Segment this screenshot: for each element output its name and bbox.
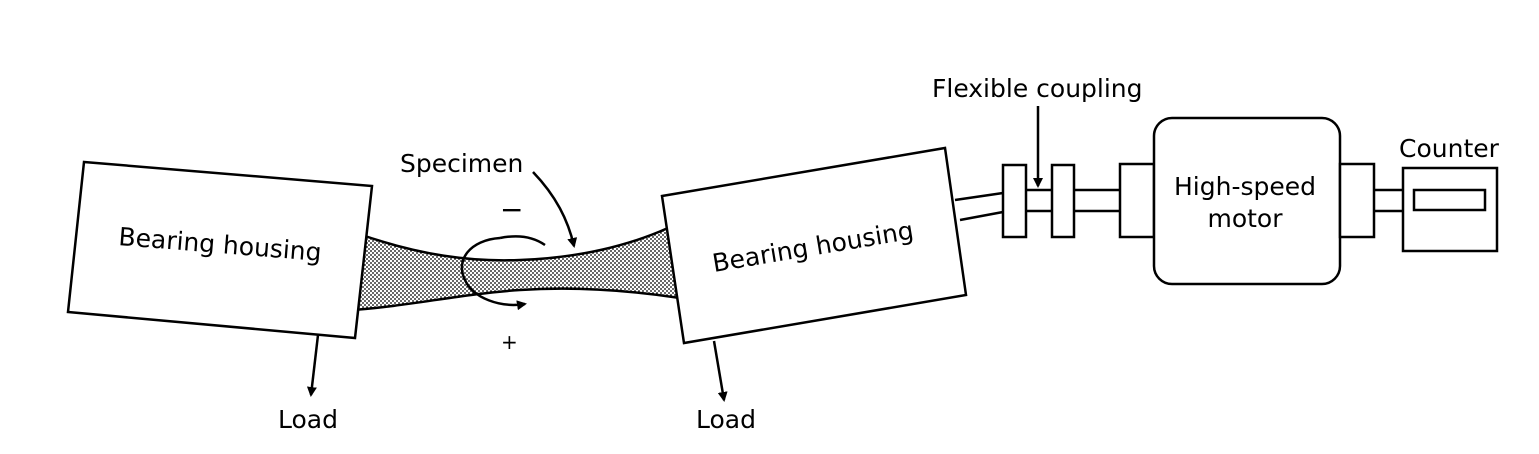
plus-sign: +: [501, 330, 518, 354]
shaft-top: [954, 191, 1004, 202]
specimen-label: Specimen: [400, 149, 523, 178]
high-speed-motor: [1152, 116, 1342, 286]
load-left-label: Load: [278, 405, 338, 434]
right-bearing-housing: [660, 146, 968, 345]
shaft-bottom: [959, 210, 1004, 222]
specimen-shape: [350, 226, 682, 312]
motor-label-line2: motor: [1207, 204, 1283, 233]
coupling-disc-left: [1001, 163, 1028, 239]
motor-left-cap: [1118, 162, 1156, 239]
rotation-arrow-icon: [460, 236, 527, 311]
flexible-coupling-label: Flexible coupling: [932, 74, 1143, 103]
specimen-leader: [532, 171, 578, 248]
load-arrow-right-icon: [712, 340, 728, 402]
rotation-arc-top: [499, 235, 546, 247]
motor-label-line1: High-speed: [1174, 172, 1316, 201]
minus-sign: −: [500, 193, 523, 226]
load-arrow-left-icon: [306, 334, 320, 397]
counter-label: Counter: [1399, 134, 1500, 163]
load-right-label: Load: [696, 405, 756, 434]
coupling-disc-right: [1050, 163, 1076, 239]
motor-right-cap: [1338, 162, 1376, 239]
left-bearing-housing: [66, 160, 374, 340]
counter-display: [1412, 188, 1487, 212]
